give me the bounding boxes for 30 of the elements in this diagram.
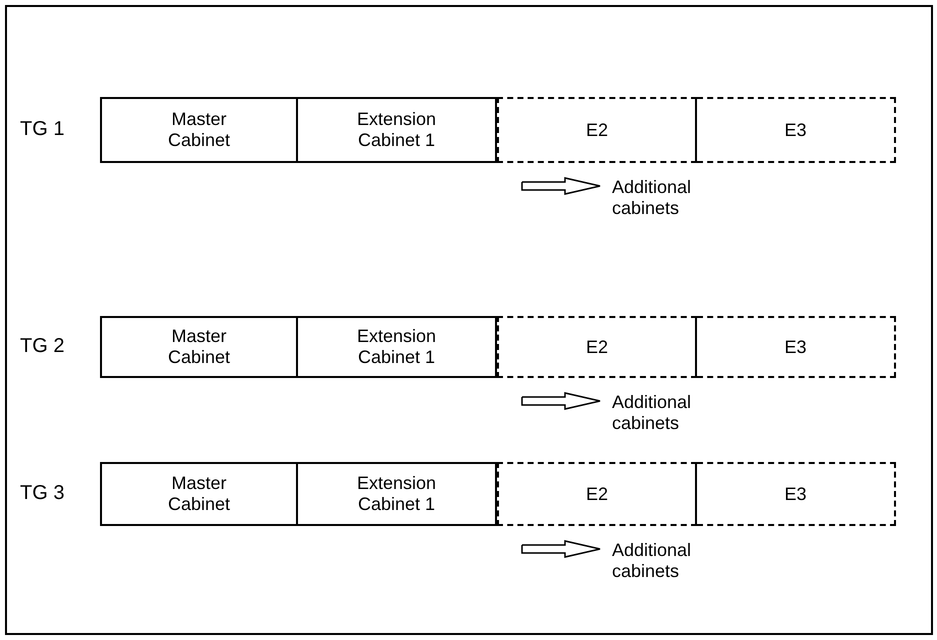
cabinet-label: E2 — [586, 120, 608, 140]
cabinet-label: Extension Cabinet 1 — [356, 473, 438, 515]
dashed-cabinet-box — [697, 97, 896, 163]
note-text: Additional cabinets — [612, 177, 692, 219]
cabinet-label: Extension Cabinet 1 — [356, 109, 438, 151]
cabinet-box — [100, 316, 298, 378]
cabinet-box — [100, 462, 298, 526]
dashed-cabinet-box — [697, 316, 896, 378]
cabinet-label: E3 — [784, 336, 807, 358]
row-label: TG 2 — [20, 336, 66, 357]
dashed-cabinet-box — [497, 316, 697, 378]
cabinet-box — [100, 97, 298, 163]
dashed-cabinet-box — [497, 97, 697, 163]
cabinet-label: Master Cabinet — [166, 109, 232, 151]
cabinet-box — [298, 462, 497, 526]
row-label: TG 1 — [20, 119, 66, 140]
cabinet-label: E3 — [784, 120, 807, 140]
cabinet-label: E2 — [586, 336, 608, 358]
dashed-cabinet-box — [497, 462, 697, 526]
cabinet-label: Master Cabinet — [166, 326, 232, 368]
cabinet-box — [298, 316, 497, 378]
cabinet-label: Extension Cabinet 1 — [356, 326, 438, 368]
note-text: Additional cabinets — [612, 392, 692, 434]
row-label: TG 3 — [20, 483, 66, 504]
cabinet-label: E3 — [784, 484, 807, 504]
cabinet-label: Master Cabinet — [166, 473, 232, 515]
cabinet-box — [298, 97, 497, 163]
dashed-cabinet-box — [697, 462, 896, 526]
note-text: Additional cabinets — [612, 540, 692, 582]
cabinet-label: E2 — [586, 484, 608, 504]
